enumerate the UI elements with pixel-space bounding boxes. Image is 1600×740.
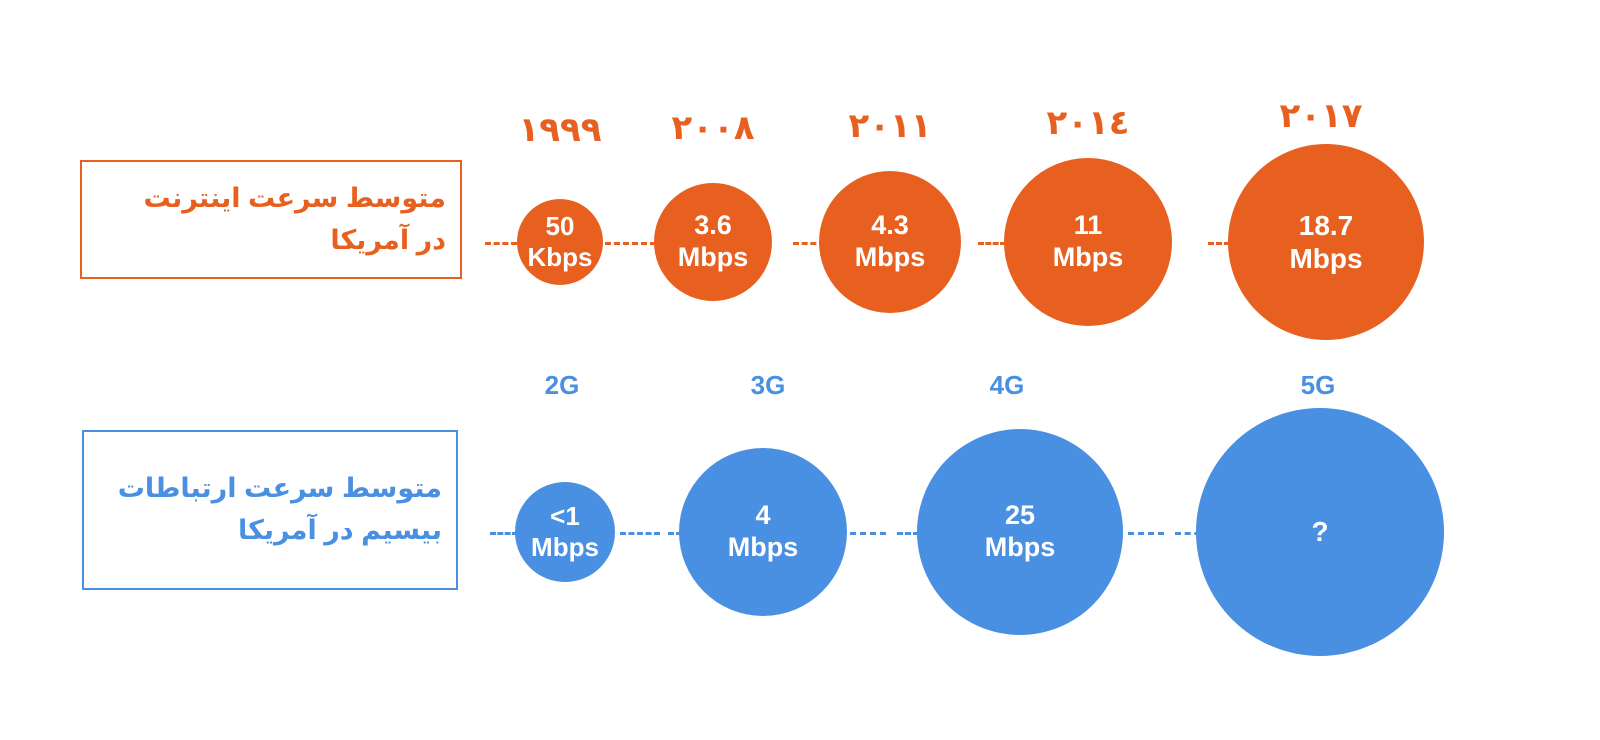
internet-tick-label: ٢٠١١ (848, 107, 932, 145)
legend-box-wireless-speed: متوسط سرعت ارتباطات بیسیم در آمریکا (82, 430, 458, 590)
internet-connector-dash (1208, 242, 1238, 245)
wireless-tick-label: 5G (1300, 370, 1336, 400)
internet-tick-label: ٢٠١٧ (1279, 97, 1363, 135)
wireless-tick-label: 4G (989, 370, 1025, 400)
wireless-connector-dash (897, 532, 927, 535)
internet-bubble-value: 18.7 (1298, 209, 1354, 241)
internet-connector-dash (485, 242, 517, 245)
internet-tick-label: ٢٠١٤ (1046, 104, 1130, 142)
wireless-connector-dash (1128, 532, 1164, 535)
internet-bubble-unit: Mbps (854, 242, 926, 272)
wireless-bubble-unit: Mbps (727, 532, 799, 562)
wireless-bubble: ? (1196, 408, 1444, 656)
internet-tick-label: ٢٠٠٨ (671, 109, 755, 147)
internet-connector-dash (605, 242, 665, 245)
internet-tick-label: ١٩٩٩ (518, 111, 602, 149)
internet-bubble-value: 50 (545, 211, 575, 242)
wireless-bubble-value: 4 (755, 500, 771, 531)
wireless-bubble-value: ? (1311, 516, 1329, 548)
wireless-bubble-unit: Mbps (984, 532, 1056, 562)
internet-bubble-unit: Kbps (527, 242, 593, 272)
internet-bubble-unit: Mbps (1289, 243, 1363, 274)
internet-connector-dash (978, 242, 1006, 245)
wireless-connector-dash (620, 532, 660, 535)
wireless-tick-label: 2G (544, 370, 580, 400)
internet-bubble-unit: Mbps (1052, 242, 1124, 272)
legend-label-wireless-speed: متوسط سرعت ارتباطات بیسیم در آمریکا (117, 473, 442, 545)
internet-bubble-value: 3.6 (694, 210, 732, 241)
internet-bubble-value: 11 (1073, 210, 1103, 241)
wireless-bubble-value: 25 (1004, 500, 1036, 531)
legend-label-internet-speed: متوسط سرعت اینترنت در آمریکا (143, 182, 446, 255)
wireless-bubble-unit: Mbps (531, 532, 599, 562)
internet-bubble-unit: Mbps (677, 242, 749, 272)
legend-box-internet-speed: متوسط سرعت اینترنت در آمریکا (80, 160, 462, 279)
wireless-connector-dash (850, 532, 886, 535)
wireless-bubble-value: <1 (550, 501, 580, 532)
internet-connector-dash (793, 242, 825, 245)
wireless-connector-dash (1175, 532, 1210, 535)
wireless-connector-dash (490, 532, 518, 535)
wireless-tick-label: 3G (750, 370, 786, 400)
internet-bubble-value: 4.3 (871, 210, 909, 241)
